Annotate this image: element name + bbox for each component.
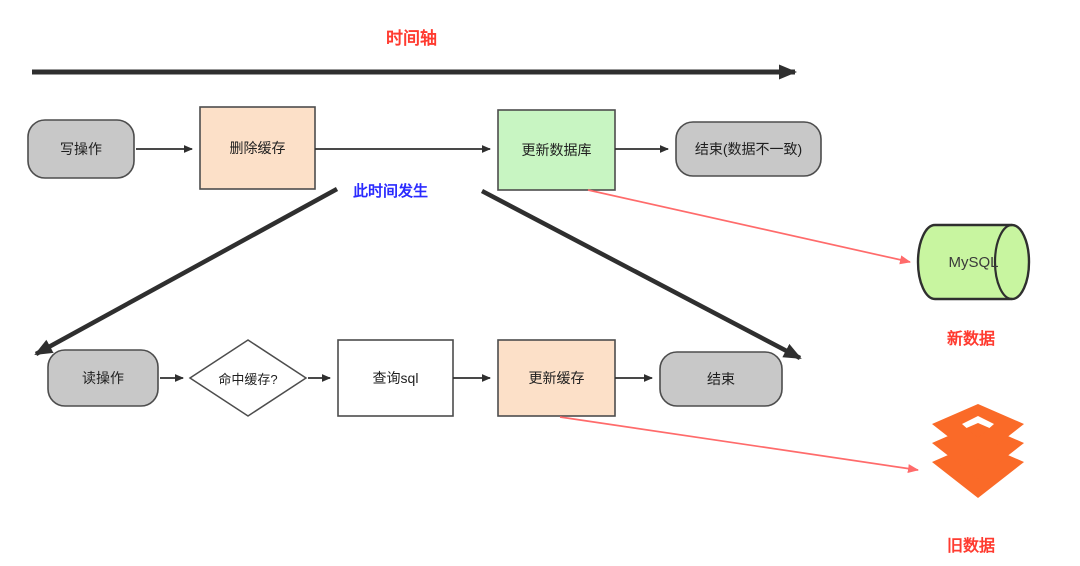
node-label-query-sql: 查询sql — [372, 370, 419, 386]
node-label-end-inconsistent: 结束(数据不一致) — [694, 141, 803, 157]
node-label-update-cache: 更新缓存 — [528, 370, 585, 386]
node-label-read-op: 读操作 — [82, 370, 124, 386]
node-query-sql[interactable] — [337, 339, 454, 417]
redis-logo-icon — [932, 404, 1024, 498]
timeline-title: 时间轴 — [386, 29, 437, 48]
node-update-db[interactable] — [497, 109, 616, 191]
mysql-label: MySQL — [948, 253, 999, 271]
node-end[interactable] — [659, 351, 783, 407]
red-arrow-to-mysql — [587, 189, 911, 265]
node-cache-hit[interactable] — [188, 339, 308, 417]
node-end-inconsistent[interactable] — [675, 121, 822, 177]
node-label-cache-hit: 命中缓存? — [218, 371, 278, 387]
node-delete-cache[interactable] — [199, 106, 316, 190]
node-read-op[interactable] — [47, 349, 159, 407]
diagonal-arrow-right — [480, 189, 802, 360]
mysql-caption: 新数据 — [947, 331, 996, 348]
node-label-update-db: 更新数据库 — [521, 142, 592, 158]
red-arrow-to-redis — [559, 416, 919, 473]
node-label-end: 结束 — [707, 371, 735, 387]
node-write-op[interactable] — [27, 119, 135, 179]
database-cylinder-icon — [916, 223, 1031, 301]
node-update-cache[interactable] — [497, 339, 616, 417]
annotation-label: 此时间发生 — [353, 183, 429, 200]
node-label-write-op: 写操作 — [60, 141, 102, 157]
diagonal-arrow-left — [34, 187, 339, 356]
node-label-delete-cache: 删除缓存 — [229, 140, 286, 156]
redis-caption: 旧数据 — [947, 538, 996, 555]
